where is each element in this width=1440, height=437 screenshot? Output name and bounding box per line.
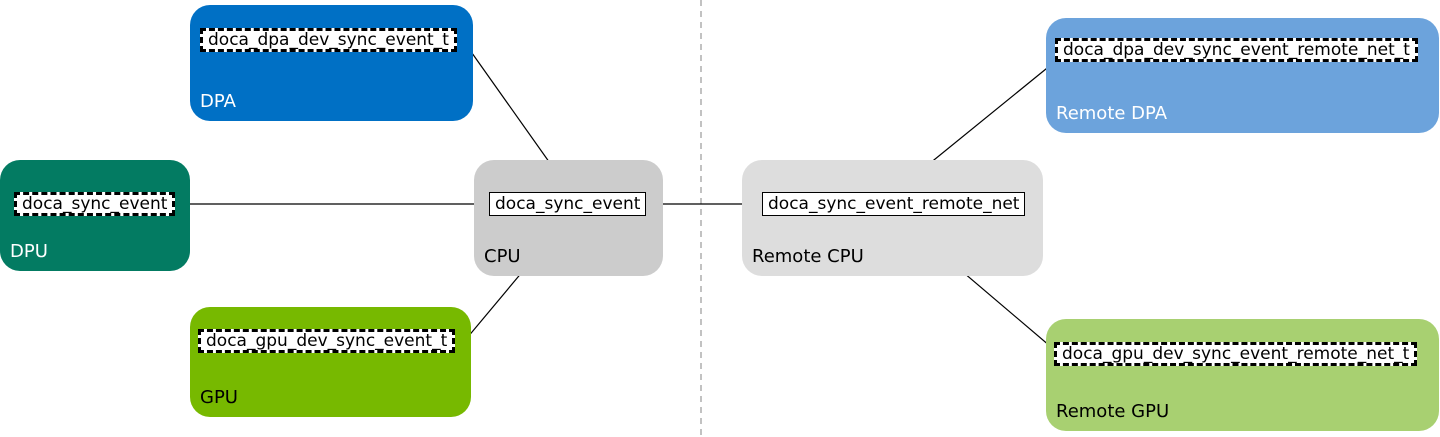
dpa-label: DPA: [200, 91, 236, 112]
remote-gpu-label: Remote GPU: [1056, 401, 1170, 422]
remote-cpu-label: Remote CPU: [752, 246, 864, 267]
dpu-label: DPU: [10, 241, 48, 262]
dpa-node: DPA: [190, 5, 473, 121]
remote-cpu-handle: doca_sync_event_remote_net: [762, 192, 1026, 216]
remote-dpa-label: Remote DPA: [1056, 103, 1168, 124]
dpa-handle: doca_dpa_dev_sync_event_t: [200, 28, 457, 52]
cpu-node: CPU: [474, 160, 663, 276]
remote-gpu-node: Remote GPU: [1046, 319, 1439, 431]
cpu-label: CPU: [484, 246, 521, 267]
remote-dpa-handle: doca_dpa_dev_sync_event_remote_net_t: [1055, 38, 1418, 62]
gpu-label: GPU: [200, 387, 238, 408]
remote-gpu-handle: doca_gpu_dev_sync_event_remote_net_t: [1054, 342, 1418, 366]
dpu-handle: doca_sync_event: [14, 192, 176, 216]
gpu-node: GPU: [190, 307, 471, 417]
remote-cpu-node: Remote CPU: [742, 160, 1043, 276]
remote-dpa-node: Remote DPA: [1046, 18, 1439, 133]
cpu-handle: doca_sync_event: [489, 192, 647, 216]
gpu-handle: doca_gpu_dev_sync_event_t: [198, 329, 456, 353]
